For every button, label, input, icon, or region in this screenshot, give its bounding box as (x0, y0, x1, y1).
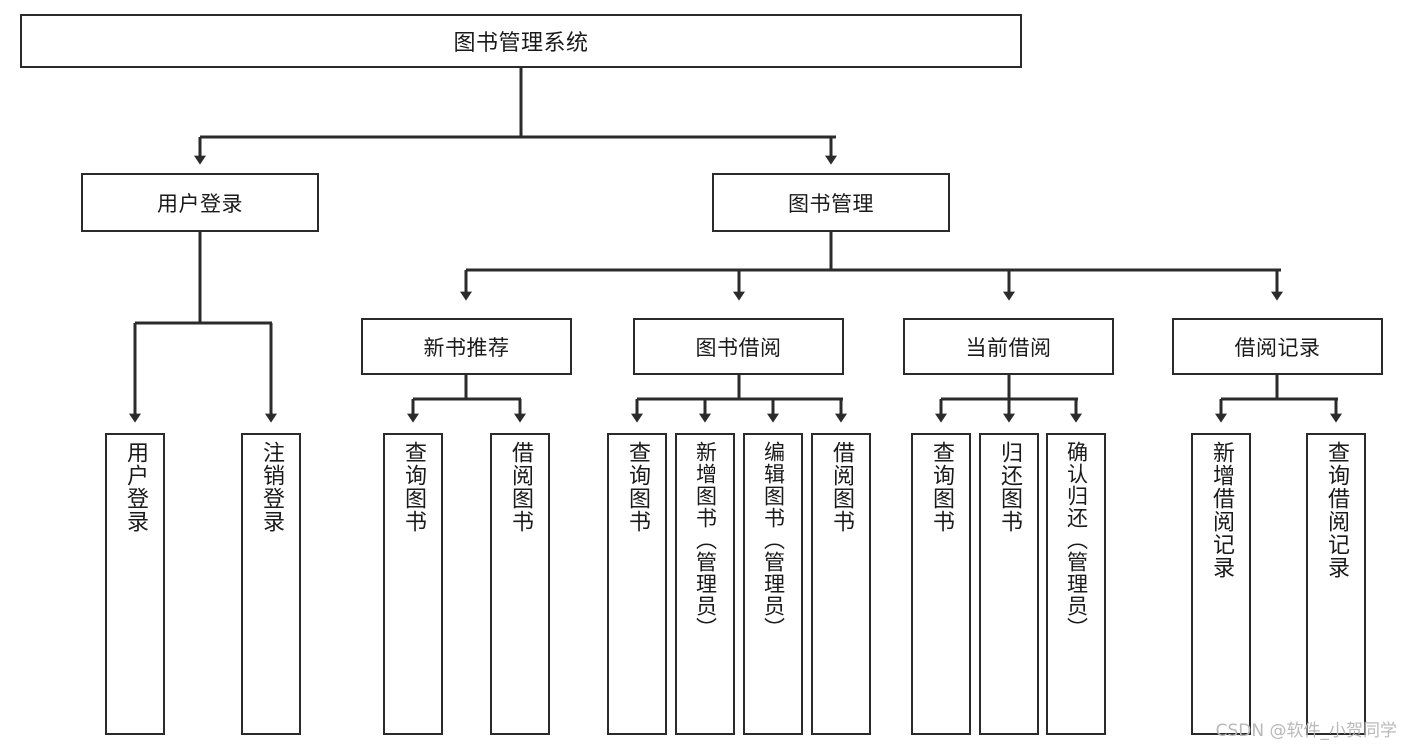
node-current-borrow[interactable]: 当前借阅 (903, 318, 1114, 375)
leaf-return-book[interactable]: 归还图书 (979, 433, 1039, 735)
node-book-borrow[interactable]: 图书借阅 (633, 318, 844, 375)
node-book-manage[interactable]: 图书管理 (712, 173, 950, 232)
node-book-manage-label: 图书管理 (788, 191, 874, 216)
leaf-query-book-1[interactable]: 查询图书 (383, 433, 443, 735)
node-borrow-record-label: 借阅记录 (1234, 335, 1321, 360)
leaf-query-record-label: 查询借阅记录 (1323, 441, 1349, 579)
edges-borrow-record (1215, 375, 1342, 423)
edges-new-book-rec (407, 375, 526, 423)
node-current-borrow-label: 当前借阅 (965, 335, 1052, 360)
edges-book-borrow (631, 375, 847, 423)
leaf-add-book[interactable]: 新增图书（管理员） (675, 433, 735, 735)
leaf-add-record[interactable]: 新增借阅记录 (1191, 433, 1251, 735)
node-new-book-rec[interactable]: 新书推荐 (361, 318, 572, 375)
leaf-user-login-label: 用户登录 (122, 441, 148, 533)
leaf-edit-book-label: 编辑图书（管理员） (761, 441, 786, 639)
node-book-borrow-label: 图书借阅 (695, 335, 782, 360)
leaf-add-book-label: 新增图书（管理员） (693, 441, 718, 639)
leaf-query-record[interactable]: 查询借阅记录 (1306, 433, 1366, 735)
leaf-borrow-book-2[interactable]: 借阅图书 (811, 433, 871, 735)
leaf-confirm-return[interactable]: 确认归还（管理员） (1046, 433, 1106, 735)
leaf-query-book-1-label: 查询图书 (400, 441, 426, 533)
leaf-confirm-return-label: 确认归还（管理员） (1064, 441, 1089, 639)
leaf-borrow-book-1-label: 借阅图书 (507, 441, 533, 533)
node-root-label: 图书管理系统 (453, 31, 589, 56)
edges-root (194, 68, 837, 165)
leaf-add-record-label: 新增借阅记录 (1208, 441, 1234, 579)
edges-current-borrow (935, 375, 1082, 423)
leaf-user-login[interactable]: 用户登录 (105, 433, 165, 735)
watermark: CSDN @软件_小贺同学 (1215, 721, 1397, 741)
leaf-return-book-label: 归还图书 (996, 441, 1022, 533)
node-new-book-rec-label: 新书推荐 (423, 335, 510, 360)
leaf-edit-book[interactable]: 编辑图书（管理员） (743, 433, 803, 735)
node-root[interactable]: 图书管理系统 (20, 14, 1022, 68)
node-borrow-record[interactable]: 借阅记录 (1172, 318, 1383, 375)
leaf-query-book-2-label: 查询图书 (624, 441, 650, 533)
leaf-logout[interactable]: 注销登录 (241, 433, 301, 735)
leaf-query-book-2[interactable]: 查询图书 (607, 433, 667, 735)
leaf-query-book-3-label: 查询图书 (928, 441, 954, 533)
leaf-logout-label: 注销登录 (258, 441, 284, 533)
leaf-borrow-book-2-label: 借阅图书 (828, 441, 854, 533)
leaf-query-book-3[interactable]: 查询图书 (911, 433, 971, 735)
leaf-borrow-book-1[interactable]: 借阅图书 (490, 433, 550, 735)
node-user-login[interactable]: 用户登录 (81, 173, 319, 232)
edges-user-login (129, 232, 277, 423)
edges-book-manage (460, 232, 1283, 301)
node-user-login-label: 用户登录 (157, 191, 243, 216)
